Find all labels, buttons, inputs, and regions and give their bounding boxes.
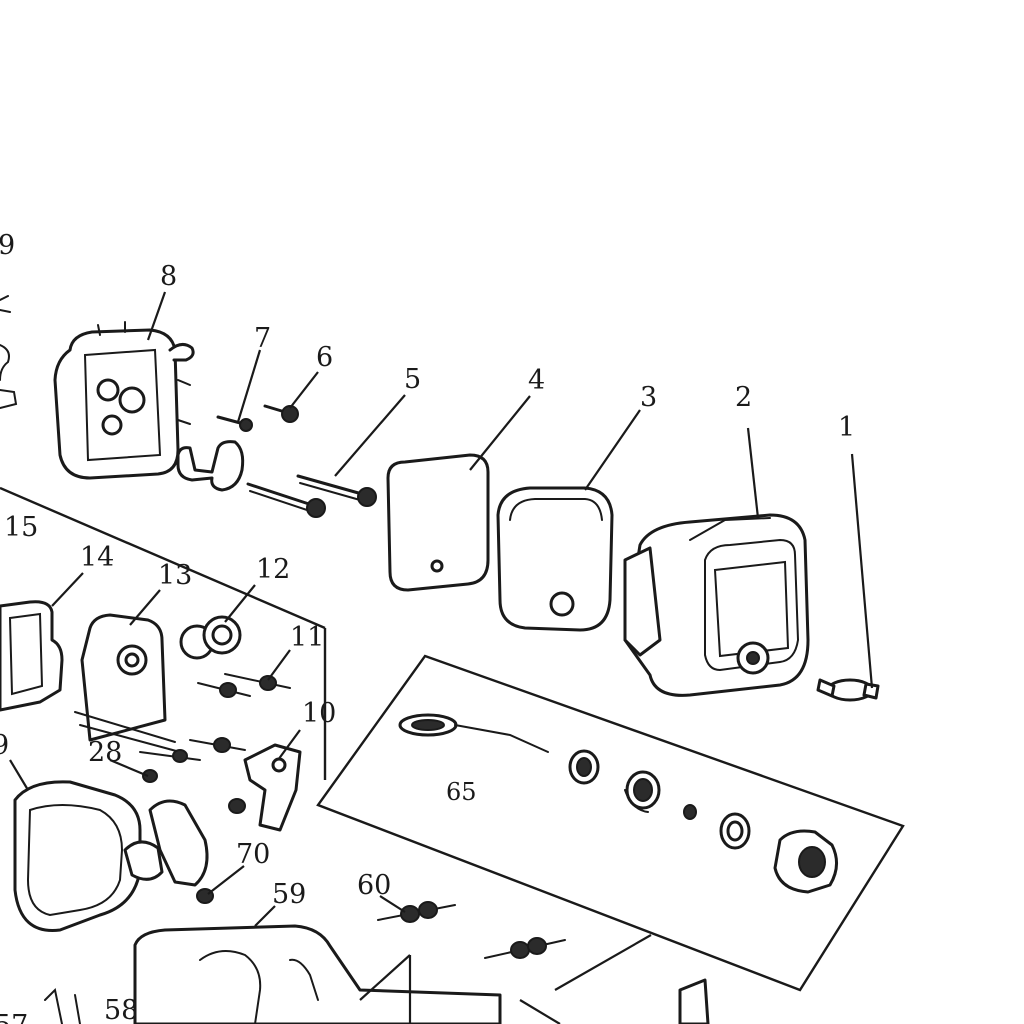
callout-8: 8 [160,261,177,292]
kit-65-parts [398,713,838,894]
callout-3: 3 [640,382,657,413]
callout-57: 57 [0,1010,28,1024]
part-6-screw [263,404,299,423]
callout-6: 6 [316,342,333,373]
part-3-filter-element [496,486,614,632]
recoil-starter-assembly [13,780,246,932]
callout-4: 4 [528,365,545,396]
callout-2: 2 [735,382,752,413]
part-60-screws [377,901,566,959]
callout-59: 59 [272,879,306,910]
callout-9: 9 [0,230,15,261]
part-8-carburetor [53,321,195,480]
callout-14: 14 [80,542,114,573]
callout-15: 15 [4,512,38,543]
part-5-long-bolts [246,474,377,518]
callout-11: 11 [290,622,324,653]
callout-13: 13 [158,560,192,591]
callout-12: 12 [256,554,290,585]
kit-65-box [316,654,905,1024]
part-4-gasket [386,453,490,592]
callout-10: 10 [302,698,336,729]
callout-5: 5 [404,364,421,395]
callout-60: 60 [357,870,391,901]
engine-housing [44,924,710,1024]
callout-28: 28 [88,737,122,768]
part-7-bracket [176,415,253,492]
callout-1: 1 [838,412,855,443]
leader-lines [9,291,874,927]
callout-labels: 1 2 3 4 5 6 7 8 9 15 14 13 12 11 10 9 28… [0,230,855,1024]
callout-7: 7 [254,323,271,354]
callout-58: 58 [104,995,138,1024]
gasket-panel-assembly [0,486,327,832]
callout-9b: 9 [0,730,9,761]
part-2-air-cleaner-cover [623,513,810,697]
part-1-wing-nut [816,678,880,702]
callout-65: 65 [446,778,477,806]
callout-70: 70 [236,839,270,870]
part-9-fragment [0,295,18,409]
